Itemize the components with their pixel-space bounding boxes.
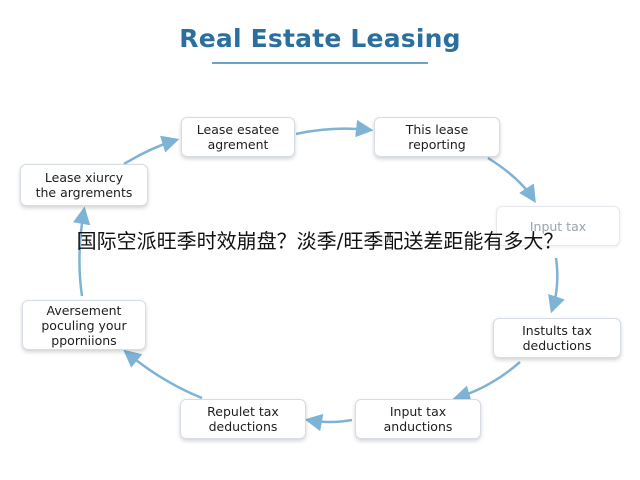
node-lease-reporting: This lease reporting (374, 117, 500, 157)
title-underline (212, 62, 428, 64)
arrow-n3-n4 (548, 257, 565, 314)
arrow-n6-n7 (123, 349, 203, 400)
arrow-n1-n2 (295, 119, 374, 138)
node-input-tax-anductions: Input tax anductions (355, 399, 481, 439)
node-tax-deductions: Instults tax deductions (493, 318, 621, 358)
arrow-n8-n1 (123, 135, 180, 166)
overlay-caption: 国际空派旺季时效崩盘？淡季/旺季配送差距能有多大？ (76, 229, 564, 253)
node-lease-agreement: Lease esatee agrement (181, 117, 295, 157)
node-aversement: Aversement poculing your pporniions (22, 300, 146, 350)
arrow-n4-n5 (452, 361, 521, 403)
node-repulet-tax: Repulet tax deductions (180, 399, 306, 439)
arrow-n5-n6 (304, 413, 353, 432)
diagram-title: Real Estate Leasing (179, 24, 461, 53)
arrow-n7-n8 (72, 206, 91, 297)
arrow-n2-n3 (487, 156, 536, 203)
node-input-tax: Input tax (496, 206, 620, 246)
node-lease-xiurcy: Lease xiurcy the argrements (20, 164, 148, 206)
